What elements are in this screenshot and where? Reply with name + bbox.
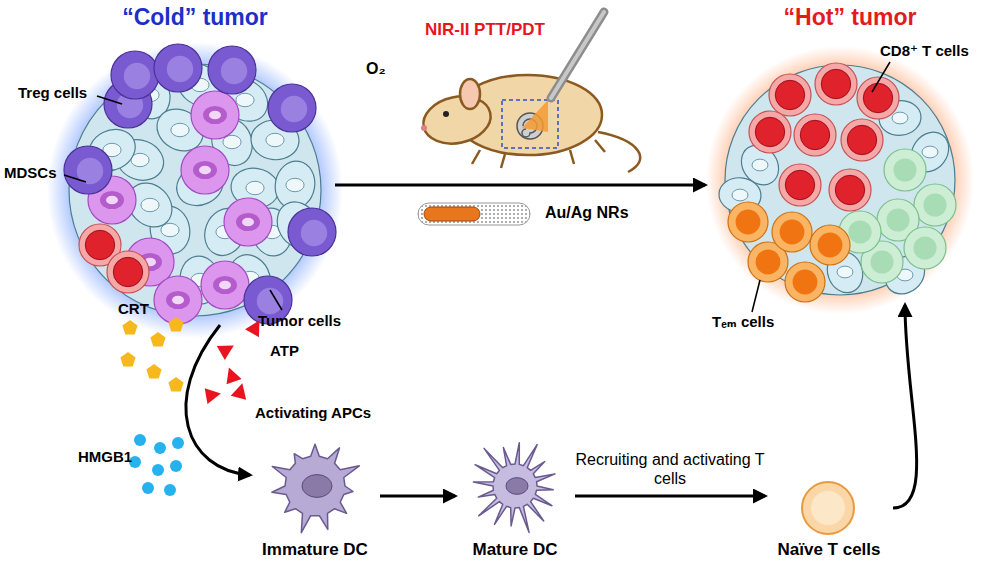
cell <box>224 198 272 246</box>
cell <box>64 146 112 194</box>
cell-node: Immature DC <box>250 430 380 560</box>
cell <box>769 74 811 116</box>
cell <box>154 276 202 324</box>
hmgb1-symbol <box>154 442 166 454</box>
mouse <box>419 75 640 172</box>
callout-label: ATP <box>270 342 299 359</box>
cell <box>208 46 256 94</box>
flow-arrow <box>380 495 455 498</box>
cell <box>201 261 249 309</box>
crt-symbol <box>122 320 137 335</box>
cold-tumor <box>69 64 321 316</box>
hmgb1-symbol <box>134 434 146 446</box>
dendritic-cell <box>473 443 555 533</box>
callout-label: HMGB1 <box>78 448 132 465</box>
crt-symbol <box>168 317 183 332</box>
edge-label: Recruiting and activating T cells <box>575 450 765 488</box>
atp-symbol <box>231 381 250 400</box>
hot-glow <box>706 46 974 314</box>
dc-cells <box>272 443 555 533</box>
dc-nucleus <box>506 478 528 495</box>
hmgb1-symbol <box>164 484 176 496</box>
cell <box>841 119 883 161</box>
crt-symbol <box>120 352 135 367</box>
cell <box>884 149 926 191</box>
cell <box>785 262 825 302</box>
hmgb1-symbol <box>172 437 184 449</box>
cold-glow <box>47 42 343 338</box>
nanorod <box>418 203 530 225</box>
crt-symbol <box>168 377 183 392</box>
cell <box>749 111 791 153</box>
node-label: “Hot” tumor <box>784 4 917 31</box>
hmgb1-symbol <box>170 460 182 472</box>
node-label: “Cold” tumor <box>122 4 268 31</box>
hmgb1-symbol <box>152 464 164 476</box>
cell <box>810 225 850 265</box>
callout-label: Treg cells <box>18 84 87 101</box>
callout-label: NIR-II PTT/PDT <box>425 20 545 40</box>
atp-symbol <box>221 365 241 385</box>
callout-label: Tₑₘ cells <box>712 313 774 330</box>
cell <box>107 251 149 293</box>
leader-lines <box>64 62 890 312</box>
callout-label: Tumor cells <box>258 312 341 329</box>
cell <box>904 227 946 269</box>
flow-arrow <box>335 184 705 187</box>
flow-arrow <box>893 305 917 508</box>
node-label: Immature DC <box>262 540 368 560</box>
tumor-region: “Cold” tumor <box>55 4 335 325</box>
cell <box>154 44 202 92</box>
node-label: Naïve T cells <box>777 540 880 560</box>
cell <box>914 184 956 226</box>
flow-arrow <box>186 325 250 475</box>
cell <box>181 146 229 194</box>
callout-label: CD8⁺ T cells <box>880 42 969 59</box>
cell <box>268 84 316 132</box>
dc-nucleus <box>302 475 332 498</box>
cell <box>794 114 836 156</box>
cell <box>779 164 821 206</box>
cell <box>829 169 871 211</box>
callout-label: O₂ <box>366 60 386 78</box>
cell-node: Naïve T cells <box>765 478 893 560</box>
callout-label: Au/Ag NRs <box>545 204 629 222</box>
cell <box>111 51 159 99</box>
cell-node: Mature DC <box>455 430 575 560</box>
hmgb1-symbol <box>142 482 154 494</box>
naive-t-cell <box>802 482 854 534</box>
atp-symbol <box>217 339 238 360</box>
cells <box>64 44 956 324</box>
cell <box>815 63 857 105</box>
node-label: Mature DC <box>472 540 557 560</box>
cell <box>772 212 812 252</box>
damp-symbols <box>120 316 266 496</box>
callout-label: Activating APCs <box>255 404 371 421</box>
callout-label: MDSCs <box>4 164 57 181</box>
cell <box>288 208 336 256</box>
callout-label: CRT <box>118 300 149 317</box>
dendritic-cell <box>272 444 359 533</box>
flow-arrow <box>575 495 765 498</box>
crt-symbol <box>150 332 165 347</box>
cell <box>728 202 768 242</box>
atp-symbol <box>205 386 223 404</box>
crt-symbol <box>146 364 161 379</box>
cell <box>191 91 239 139</box>
naive-t-nucleus <box>811 491 845 525</box>
